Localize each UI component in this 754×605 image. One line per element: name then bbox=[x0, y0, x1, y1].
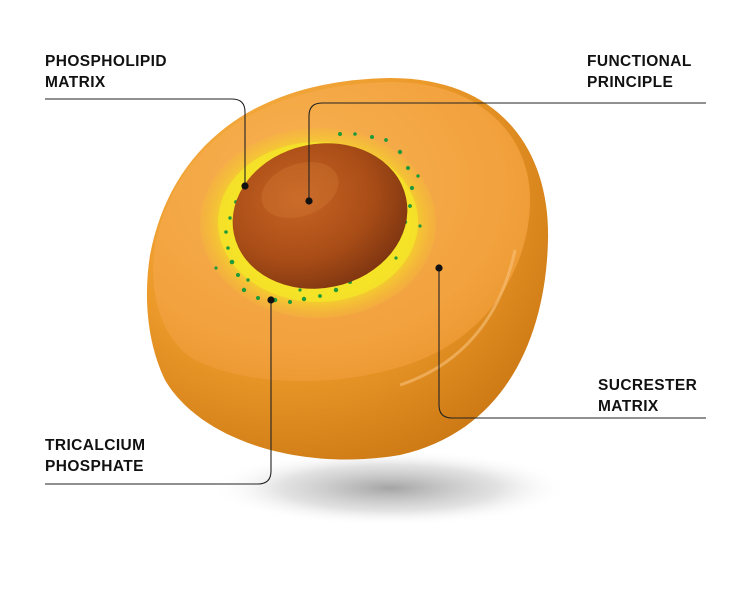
tricalcium-granules bbox=[214, 132, 422, 304]
label-line: PHOSPHATE bbox=[45, 458, 144, 475]
leader-phospholipid bbox=[45, 98, 246, 186]
leader-dots bbox=[241, 182, 443, 304]
label-line: SUCRESTER bbox=[598, 377, 698, 394]
label-line: MATRIX bbox=[598, 398, 659, 415]
label-line: TRICALCIUM bbox=[45, 437, 146, 454]
leader-sucrester bbox=[438, 268, 706, 419]
label-line: PRINCIPLE bbox=[587, 74, 674, 91]
label-tricalcium-phosphate: TRICALCIUM PHOSPHATE bbox=[45, 435, 145, 477]
leader-tricalcium bbox=[45, 300, 272, 485]
label-line: PHOSPHOLIPID bbox=[45, 53, 167, 70]
core bbox=[232, 143, 408, 289]
leader-lines bbox=[45, 98, 706, 485]
label-line: MATRIX bbox=[45, 74, 106, 91]
label-sucrester-matrix: SUCRESTER MATRIX bbox=[598, 375, 697, 417]
core-highlight bbox=[261, 161, 339, 219]
cut-face-rim bbox=[399, 249, 517, 387]
leader-functional bbox=[308, 102, 706, 201]
particle-shadow bbox=[210, 450, 570, 526]
label-line: FUNCTIONAL bbox=[587, 53, 692, 70]
label-functional-principle: FUNCTIONAL PRINCIPLE bbox=[587, 51, 692, 93]
label-phospholipid-matrix: PHOSPHOLIPID MATRIX bbox=[45, 51, 167, 93]
